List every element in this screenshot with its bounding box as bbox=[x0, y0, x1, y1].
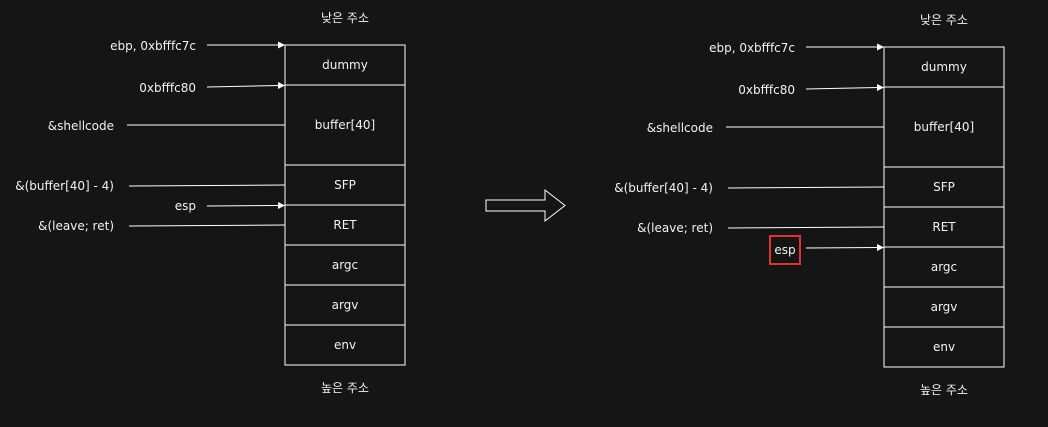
arrowhead-icon bbox=[877, 244, 884, 251]
pointer-label-shellcode: &shellcode bbox=[647, 121, 713, 135]
pointer-arrow-esp bbox=[206, 205, 280, 207]
stack-cell-label: argc bbox=[332, 258, 358, 272]
pointer-label-leave-ret: &(leave; ret) bbox=[38, 219, 114, 233]
pointer-label-shellcode: &shellcode bbox=[48, 119, 114, 133]
pointer-label-esp: esp bbox=[774, 243, 795, 257]
pointer-label-leave-ret: &(leave; ret) bbox=[637, 221, 713, 235]
stack-cell-env bbox=[284, 324, 406, 366]
stack-cell-label: SFP bbox=[933, 180, 955, 194]
stack-cell-label: dummy bbox=[921, 60, 967, 74]
stack-cell-label: buffer[40] bbox=[315, 118, 375, 132]
pointer-label-buffer-address: 0xbfffc80 bbox=[139, 81, 196, 95]
arrowhead-icon bbox=[877, 43, 884, 51]
high-address-label: 높은 주소 bbox=[920, 383, 968, 397]
pointer-label-buffer-address: 0xbfffc80 bbox=[738, 83, 795, 97]
pointer-arrow-buffer-address bbox=[805, 87, 879, 90]
pointer-label-buffer-minus-4: &(buffer[40] - 4) bbox=[614, 181, 713, 195]
stack-panel-before: 낮은 주소 dummy buffer[40] SFP RET argc argv… bbox=[15, 11, 406, 395]
stack-cell-label: dummy bbox=[322, 58, 368, 72]
esp-highlight-box bbox=[769, 235, 801, 265]
pointer-label-ebp: ebp, 0xbfffc7c bbox=[709, 41, 795, 55]
stack-cell-label: env bbox=[334, 338, 356, 352]
arrowhead-icon bbox=[278, 82, 285, 89]
stack-cell-label: RET bbox=[333, 218, 357, 232]
stack-cell-label: RET bbox=[932, 220, 956, 234]
stack-cell-label: buffer[40] bbox=[914, 120, 974, 134]
arrowhead-icon bbox=[278, 202, 285, 209]
pointer-line-sfp bbox=[128, 184, 286, 187]
stack-cell-label: argv bbox=[931, 300, 958, 314]
pointer-line-ret bbox=[128, 224, 286, 227]
low-address-label: 낮은 주소 bbox=[321, 11, 369, 25]
stack-cell-label: SFP bbox=[334, 178, 356, 192]
high-address-label: 높은 주소 bbox=[321, 381, 369, 395]
stack-cell-label: argc bbox=[931, 260, 957, 274]
pointer-label-buffer-minus-4: &(buffer[40] - 4) bbox=[15, 179, 114, 193]
stack-cell-env bbox=[883, 326, 1005, 368]
pointer-label-ebp: ebp, 0xbfffc7c bbox=[110, 39, 196, 53]
pointer-arrow-buffer-address bbox=[206, 85, 280, 88]
pointer-line-sfp bbox=[727, 186, 885, 189]
arrowhead-icon bbox=[877, 84, 884, 91]
stack-panel-after: 낮은 주소 dummy buffer[40] SFP RET argc argv… bbox=[614, 13, 1005, 397]
transition-arrow-icon bbox=[485, 188, 566, 223]
stack-cell-label: env bbox=[933, 340, 955, 354]
pointer-arrow-esp bbox=[805, 247, 879, 249]
arrowhead-icon bbox=[278, 41, 285, 49]
pointer-line-ret bbox=[727, 226, 885, 229]
low-address-label: 낮은 주소 bbox=[920, 13, 968, 27]
pointer-label-esp: esp bbox=[175, 199, 196, 213]
stack-cell-label: argv bbox=[332, 298, 359, 312]
